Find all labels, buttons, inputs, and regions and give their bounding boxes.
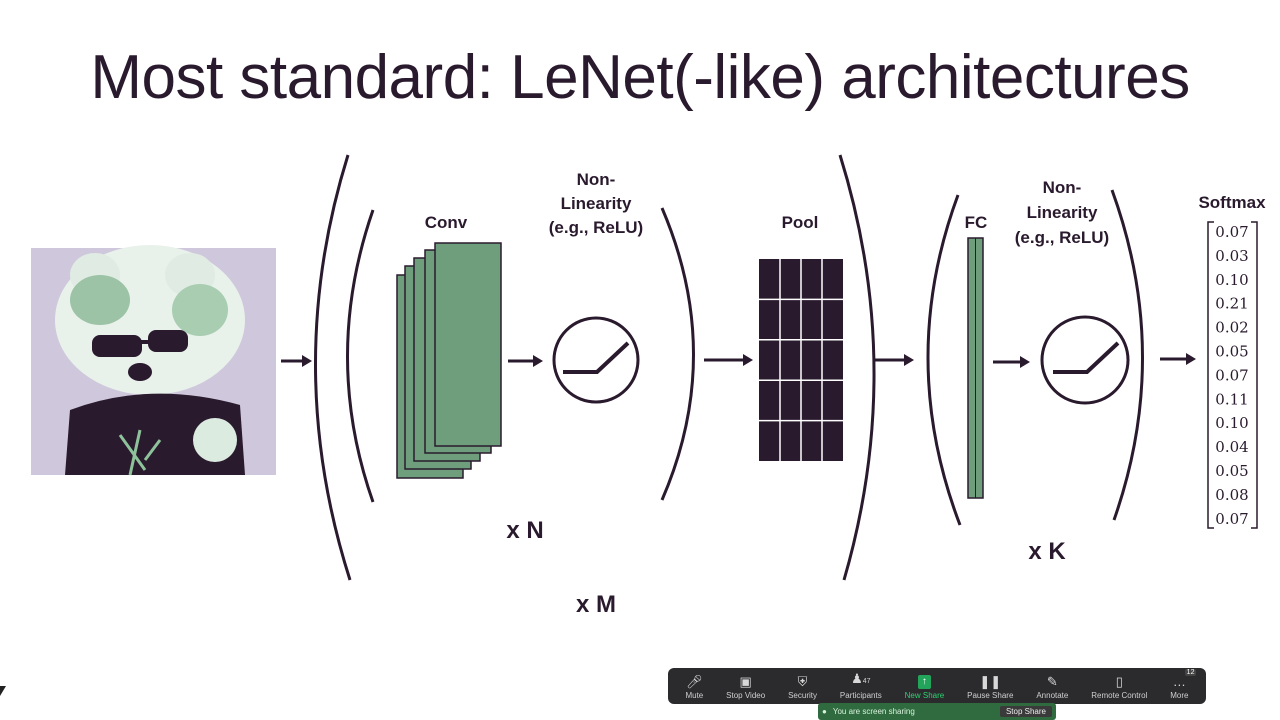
remote-control-button[interactable]: ▯ Remote Control: [1091, 674, 1148, 701]
pause-share-label: Pause Share: [967, 691, 1014, 700]
inner-paren-left: [346, 209, 375, 503]
stop-video-label: Stop Video: [726, 691, 766, 700]
mouse-icon: ▯: [1115, 674, 1123, 689]
fc-paren-left: [926, 194, 962, 526]
annotate-label: Annotate: [1036, 691, 1069, 700]
conv-label: Conv: [425, 213, 468, 232]
more-badge: 12: [1184, 669, 1197, 676]
softmax-value: 0.07: [1215, 366, 1248, 384]
softmax-value: 0.04: [1215, 438, 1248, 456]
remote-control-label: Remote Control: [1091, 691, 1148, 700]
mute-button[interactable]: 🎤︎ Mute: [685, 674, 704, 701]
input-image: [31, 245, 276, 476]
pause-share-button[interactable]: ❚❚ Pause Share: [967, 674, 1014, 701]
more-label: More: [1170, 691, 1189, 700]
nonlinearity-2-line3: (e.g., ReLU): [1015, 228, 1109, 247]
repeat-m-label: x M: [576, 591, 616, 618]
softmax-value: 0.11: [1215, 390, 1248, 408]
sharing-indicator-icon: ●: [822, 707, 827, 716]
softmax-value: 0.03: [1215, 247, 1248, 265]
security-button[interactable]: ⛨ Security: [788, 674, 817, 701]
stop-share-button[interactable]: Stop Share: [999, 706, 1052, 717]
more-button[interactable]: … 12 More: [1170, 669, 1197, 700]
arrow-image-to-block: [281, 355, 312, 367]
repeat-k-label: x K: [1028, 538, 1066, 565]
nonlinearity-1-line1: Non-: [577, 170, 616, 189]
conv-stack: [396, 242, 502, 479]
pool-grid: [759, 259, 843, 461]
share-screen-icon: ↑: [917, 675, 931, 689]
more-dots-icon: …: [1172, 674, 1186, 689]
participants-icon: ♟47: [851, 671, 871, 686]
participants-button[interactable]: ♟47 Participants: [839, 671, 882, 701]
video-camera-icon: ▣: [739, 674, 752, 689]
softmax-value: 0.10: [1215, 414, 1248, 432]
softmax-vector: 0.07 0.03 0.10 0.21 0.02 0.05 0.07 0.11 0.10 0.04…: [1207, 221, 1258, 529]
softmax-value: 0.07: [1215, 510, 1248, 528]
softmax-value: 0.07: [1215, 223, 1248, 241]
shield-icon: ⛨: [797, 674, 808, 689]
softmax-value: 0.21: [1215, 295, 1248, 313]
stop-video-button[interactable]: ▣ Stop Video: [726, 674, 766, 701]
softmax-value: 0.10: [1215, 271, 1248, 289]
microphone-icon: 🎤︎: [686, 674, 703, 689]
meeting-toolbar: 🎤︎ Mute ▣ Stop Video ⛨ Security ♟47 Part…: [668, 668, 1206, 704]
softmax-value: 0.05: [1215, 343, 1248, 361]
new-share-label: New Share: [904, 691, 945, 700]
pause-icon: ❚❚: [979, 674, 1002, 689]
nonlinearity-1-line2: Linearity: [561, 194, 632, 213]
outer-paren-right: [838, 154, 876, 581]
pencil-icon: ✎: [1046, 674, 1058, 689]
softmax-value: 0.02: [1215, 319, 1248, 337]
nonlinearity-1-line3: (e.g., ReLU): [549, 218, 643, 237]
participants-count: 47: [862, 678, 871, 685]
relu-circle-2: [1040, 315, 1130, 405]
new-share-button[interactable]: ↑ New Share: [904, 675, 945, 700]
fc-paren-right: [1110, 189, 1144, 521]
nonlinearity-2-line1: Non-: [1043, 178, 1082, 197]
slide-title: Most standard: LeNet(-like) architecture…: [90, 43, 1190, 112]
softmax-label: Softmax: [1198, 193, 1266, 212]
inner-paren-right: [660, 207, 695, 501]
fc-label: FC: [965, 213, 988, 232]
repeat-n-label: x N: [506, 517, 543, 544]
outer-paren-left: [314, 154, 352, 581]
softmax-value: 0.05: [1215, 462, 1248, 480]
sharing-status-text: You are screen sharing: [832, 707, 915, 716]
pool-label: Pool: [782, 213, 819, 232]
softmax-value: 0.08: [1215, 486, 1248, 504]
security-label: Security: [788, 691, 817, 700]
annotate-button[interactable]: ✎ Annotate: [1036, 674, 1069, 701]
fc-layer-bar: [967, 237, 984, 499]
nonlinearity-2-line2: Linearity: [1027, 203, 1098, 222]
screen-sharing-banner: ● You are screen sharing Stop Share: [818, 703, 1056, 720]
mute-label: Mute: [685, 691, 704, 700]
mouse-cursor-icon: [0, 686, 6, 696]
participants-label: Participants: [839, 691, 882, 700]
relu-circle-1: [552, 316, 640, 404]
